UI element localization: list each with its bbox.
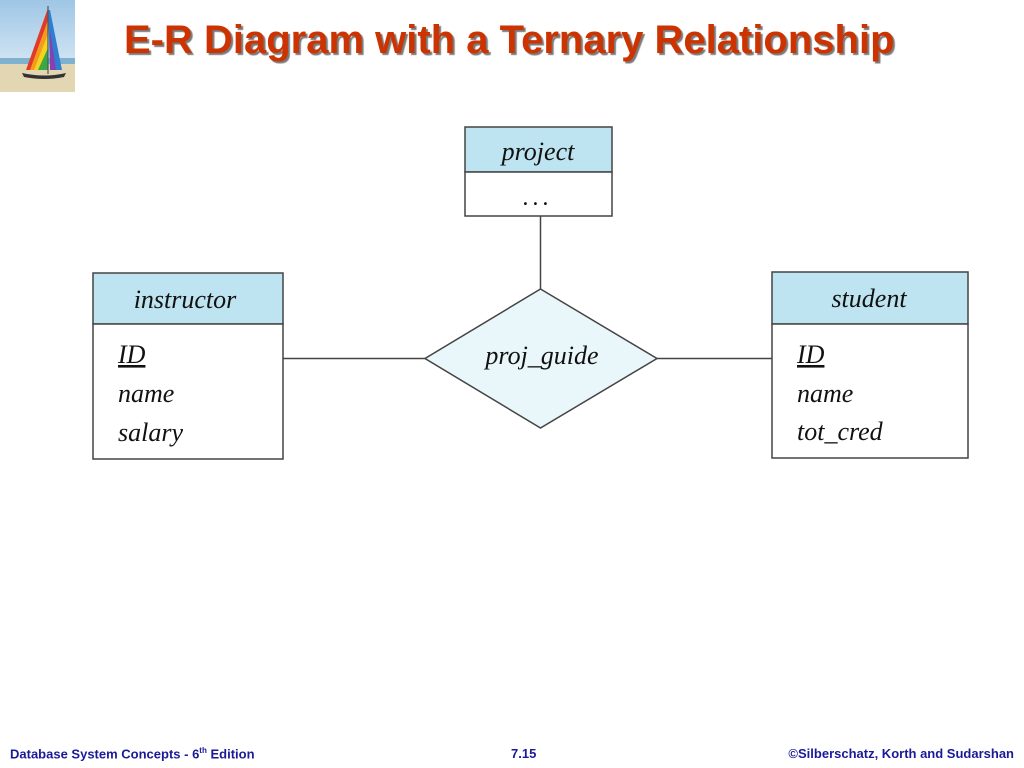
footer-book-title: Database System Concepts - 6th Edition — [10, 746, 255, 764]
instructor-attr-salary: salary — [118, 418, 183, 447]
relationship-proj-guide-name: proj_guide — [483, 341, 598, 370]
footer-slide-number: 7.15 — [511, 746, 537, 761]
instructor-attr-id: ID — [117, 340, 146, 369]
entity-instructor: instructor ID name salary — [92, 272, 284, 460]
slide-title: E-R Diagram with a Ternary Relationship — [124, 18, 895, 62]
footer-book-title-text: Database System Concepts - 6 — [10, 746, 200, 762]
student-attr-id: ID — [796, 340, 825, 369]
relationship-proj-guide: proj_guide — [423, 288, 659, 429]
footer-copyright: ©Silberschatz, Korth and Sudarshan — [788, 746, 1014, 761]
entity-student: student ID name tot_cred — [771, 271, 969, 459]
footer-edition-text: Edition — [206, 746, 255, 762]
sailboat-logo-icon — [0, 0, 75, 92]
instructor-attr-name: name — [118, 379, 174, 408]
entity-project-name: project — [500, 137, 575, 166]
student-attr-tot-cred: tot_cred — [797, 417, 884, 446]
entity-project-attr-ellipsis: ... — [523, 185, 553, 211]
student-attr-name: name — [797, 379, 853, 408]
entity-student-name: student — [831, 284, 907, 313]
footer-edition-sup: th — [199, 746, 207, 755]
entity-instructor-name: instructor — [134, 285, 237, 314]
entity-project: project ... — [464, 126, 613, 217]
